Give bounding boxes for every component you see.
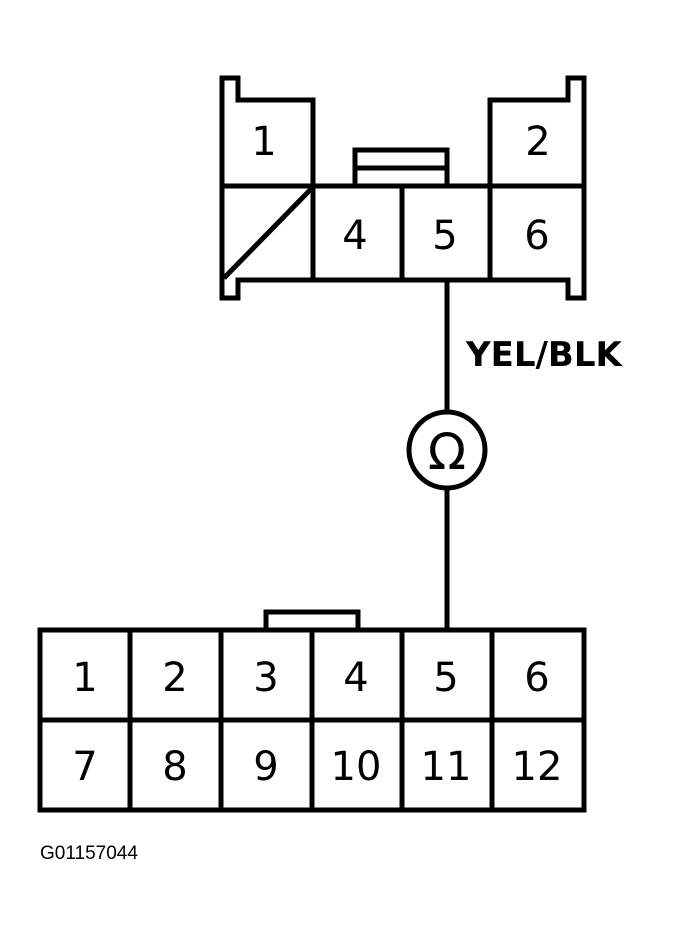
bottom-pin-10: 10 [331,744,382,790]
bottom-pin-8: 8 [162,744,187,790]
bottom-pin-11: 11 [421,744,472,790]
bottom-pin-7: 7 [72,744,97,790]
figure-id: G01157044 [40,843,138,864]
bottom-pin-4: 4 [343,655,368,701]
bottom-connector-pin-labels: 1 2 3 4 5 6 7 8 9 10 11 12 [72,655,562,790]
blank-cavity-slash [222,186,314,280]
bottom-pin-6: 6 [524,655,549,701]
bottom-pin-3: 3 [253,655,278,701]
bottom-pin-2: 2 [162,655,187,701]
bottom-connector [37,609,587,813]
bottom-pin-12: 12 [512,744,563,790]
bottom-pin-5: 5 [433,655,458,701]
top-pin-5: 5 [432,213,457,259]
test-wire [406,280,488,630]
top-connector [219,75,587,301]
bottom-pin-1: 1 [72,655,97,701]
top-pin-4: 4 [342,213,367,259]
top-pin-1: 1 [251,119,276,165]
top-pin-6: 6 [524,213,549,259]
ohmmeter-icon: Ω [428,423,466,481]
bottom-pin-9: 9 [253,744,278,790]
top-pin-2: 2 [525,119,550,165]
top-connector-outline [219,75,587,301]
bottom-connector-lock-tab [263,609,361,633]
top-connector-pin-labels: 1 2 4 5 6 [251,119,550,259]
wire-color-label: YEL/BLK [465,335,624,375]
